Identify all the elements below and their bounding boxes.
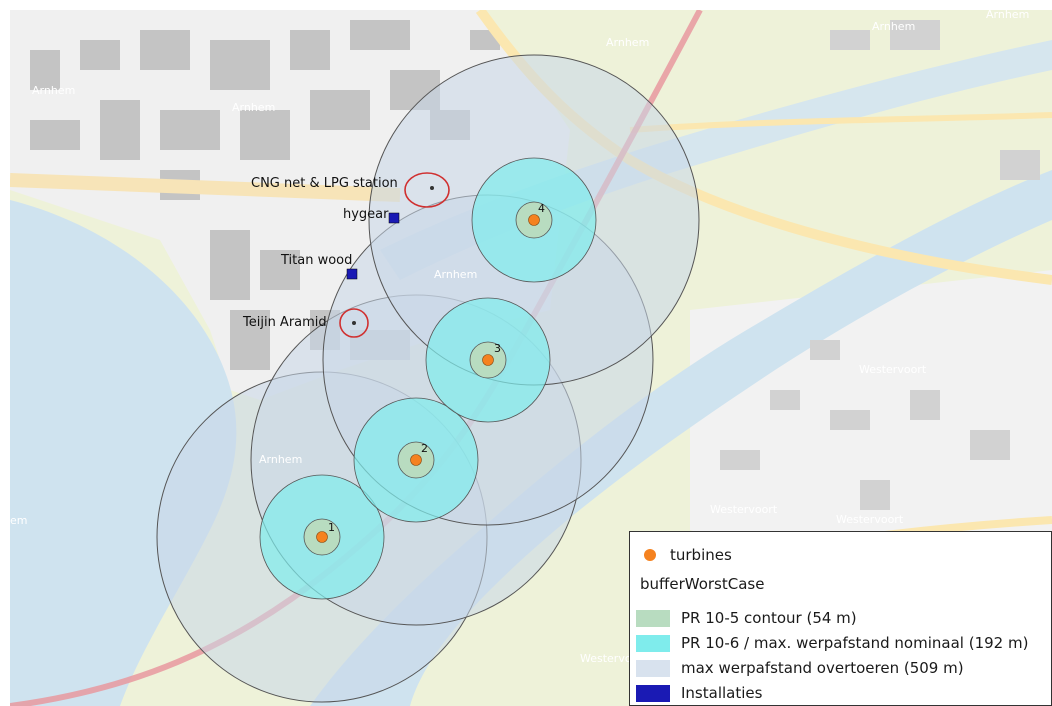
place-label: Arnhem (606, 36, 649, 49)
pr105-swatch-icon (636, 609, 670, 627)
turbine-3-marker (482, 354, 494, 366)
place-label: Westervoort (710, 503, 778, 516)
place-label: Westervoort (859, 363, 927, 376)
legend-label-turbines: turbines (670, 546, 732, 564)
legend-item-max: max werpafstand overtoeren (509 m) (630, 657, 964, 679)
legend-item-pr105: PR 10-5 contour (54 m) (630, 607, 857, 629)
site-label-teijin: Teijin Aramid (242, 315, 327, 330)
turbine-3-label: 3 (494, 342, 501, 355)
legend-label-pr105: PR 10-5 contour (54 m) (681, 609, 857, 627)
buildings-east (720, 20, 1040, 510)
max-swatch-icon (636, 659, 670, 677)
legend-label-installations: Installaties (681, 684, 763, 702)
place-label: Arnhem (32, 84, 75, 97)
site-label-titan: Titan wood (280, 253, 352, 268)
installation-swatch-icon (636, 684, 670, 702)
teijin-aramid-ring (339, 308, 369, 338)
teijin-aramid-point (352, 321, 356, 325)
turbines-layer (316, 214, 540, 543)
installation-titan-wood-marker (346, 268, 358, 280)
turbine-symbol-icon (644, 549, 656, 561)
legend-item-installations: Installaties (630, 682, 762, 704)
turbine-1-label: 1 (328, 521, 335, 534)
installation-hygear-marker (388, 212, 400, 224)
turbine-2-marker (410, 454, 422, 466)
place-label: Arnhem (986, 10, 1029, 21)
legend-label-pr106: PR 10-6 / max. werpafstand nominaal (192… (681, 634, 1029, 652)
turbine-4-marker (528, 214, 540, 226)
cng-station-point (430, 186, 434, 190)
road-main (10, 173, 401, 202)
site-label-cng: CNG net & LPG station (251, 176, 398, 191)
road-north (629, 112, 1052, 133)
place-label: Arnhem (259, 453, 302, 466)
legend-label-max: max werpafstand overtoeren (509 m) (681, 659, 964, 677)
place-label: Arnhem (872, 20, 915, 33)
pr106-swatch-icon (636, 634, 670, 652)
turbine-4-label: 4 (538, 202, 545, 215)
cng-station-ring (404, 172, 450, 208)
map-legend: turbines bufferWorstCase PR 10-5 contour… (629, 531, 1052, 706)
place-label: Westervoort (836, 513, 904, 526)
legend-item-turbines: turbines (630, 544, 732, 566)
place-label: Arnhem (232, 101, 275, 114)
turbine-1-marker (316, 531, 328, 543)
turbine-2-label: 2 (421, 442, 428, 455)
river-channel (380, 40, 1052, 280)
place-label: Arnhem (434, 268, 477, 281)
legend-group-title: bufferWorstCase (640, 572, 764, 596)
legend-group-title-text: bufferWorstCase (640, 575, 765, 593)
legend-item-pr106: PR 10-6 / max. werpafstand nominaal (192… (630, 632, 1028, 654)
site-label-hygear: hygear (343, 207, 389, 222)
place-label: em (10, 514, 27, 527)
